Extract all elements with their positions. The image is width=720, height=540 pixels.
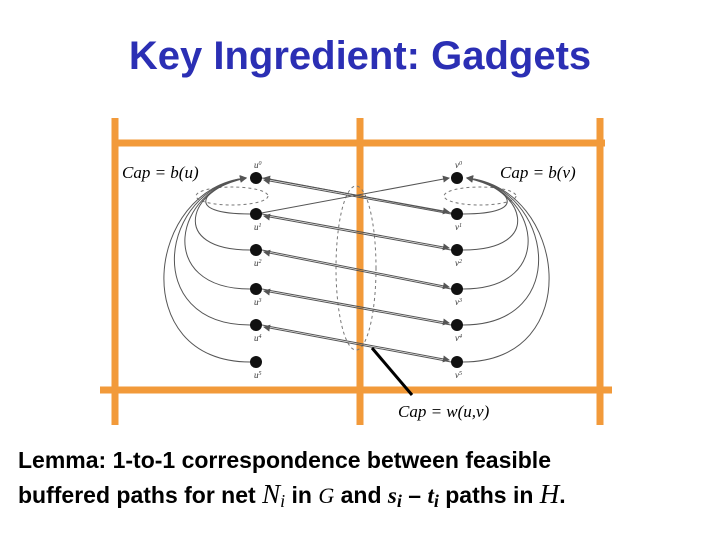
- node-v5: [451, 356, 463, 368]
- gadget-edges: [163, 175, 550, 363]
- cross-edge-up-3: [263, 288, 452, 326]
- right-arc-5: [462, 175, 550, 363]
- graph-symbol-H: H: [539, 479, 560, 509]
- right-arc-4: [462, 175, 540, 326]
- cross-edge-up-0: [263, 177, 452, 215]
- left-arc-2: [194, 175, 251, 251]
- cross-edge-up-4: [263, 324, 452, 363]
- node-v1: [451, 208, 463, 220]
- node-u0: [250, 172, 262, 184]
- label-v3: v3: [455, 297, 462, 307]
- lemma-end: .: [559, 482, 566, 508]
- label-v2: v2: [455, 258, 462, 268]
- label-u0: u0: [254, 160, 262, 170]
- lemma-part-1: buffered paths for net: [18, 482, 263, 508]
- left-arc-3: [184, 175, 251, 290]
- lemma-part-4: paths in: [438, 482, 540, 508]
- node-v4: [451, 319, 463, 331]
- lemma-line-1: Lemma: 1-to-1 correspondence between fea…: [18, 447, 551, 473]
- node-v3: [451, 283, 463, 295]
- lemma-line-2: buffered paths for net Ni in G and si – …: [18, 477, 718, 518]
- cap-label-v: Cap = b(v): [500, 163, 576, 182]
- cross-edge-top-left: [263, 175, 458, 215]
- label-u2: u2: [254, 258, 262, 268]
- gadget-nodes: u0 v0 u1 v1 u2 v2 u3 v3 u4 v4 u5 v5: [250, 160, 463, 380]
- cross-edge-up-2: [263, 249, 452, 290]
- label-u3: u3: [254, 297, 262, 307]
- cross-edge-down-2: [261, 249, 450, 290]
- dashed-ellipse-center: [335, 185, 377, 351]
- lemma-dash: –: [401, 482, 428, 508]
- label-u4: u4: [254, 333, 262, 343]
- lemma-part-2: in: [285, 482, 319, 508]
- node-v2: [451, 244, 463, 256]
- cross-edge-up-1: [263, 213, 452, 251]
- dashed-ellipse-left: [195, 186, 269, 206]
- node-u5: [250, 356, 262, 368]
- source-symbol-s: si: [387, 483, 402, 511]
- label-v4: v4: [455, 333, 462, 343]
- cap-pointer-line: [370, 347, 414, 396]
- cross-edge-down-3: [261, 288, 450, 326]
- dashed-ellipse-right: [443, 186, 517, 206]
- right-arc-2: [462, 175, 519, 251]
- cap-label-u: Cap = b(u): [122, 163, 199, 182]
- cross-edge-down-4: [261, 324, 450, 363]
- node-v0: [451, 172, 463, 184]
- node-u4: [250, 319, 262, 331]
- node-u2: [250, 244, 262, 256]
- slide-title: Key Ingredient: Gadgets: [128, 34, 592, 78]
- label-u5: u5: [254, 370, 262, 380]
- graph-symbol-G: G: [318, 483, 335, 508]
- label-u1: u1: [254, 222, 262, 232]
- cross-edge-down-1: [261, 213, 450, 251]
- left-arc-5: [163, 175, 251, 363]
- net-symbol-N: Ni: [262, 479, 286, 511]
- cross-edge-top-right: [255, 175, 450, 215]
- cap-label-edge: Cap = w(u,v): [398, 402, 490, 421]
- lemma-part-3: and: [334, 482, 388, 508]
- right-arc-3: [462, 175, 529, 290]
- node-u3: [250, 283, 262, 295]
- label-v5: v5: [455, 370, 462, 380]
- node-u1: [250, 208, 262, 220]
- label-v1: v1: [455, 222, 462, 232]
- label-v0: v0: [455, 160, 462, 170]
- left-arc-4: [173, 175, 251, 326]
- sink-symbol-t: ti: [427, 483, 439, 511]
- lemma-text: Lemma: 1-to-1 correspondence between fea…: [18, 443, 718, 518]
